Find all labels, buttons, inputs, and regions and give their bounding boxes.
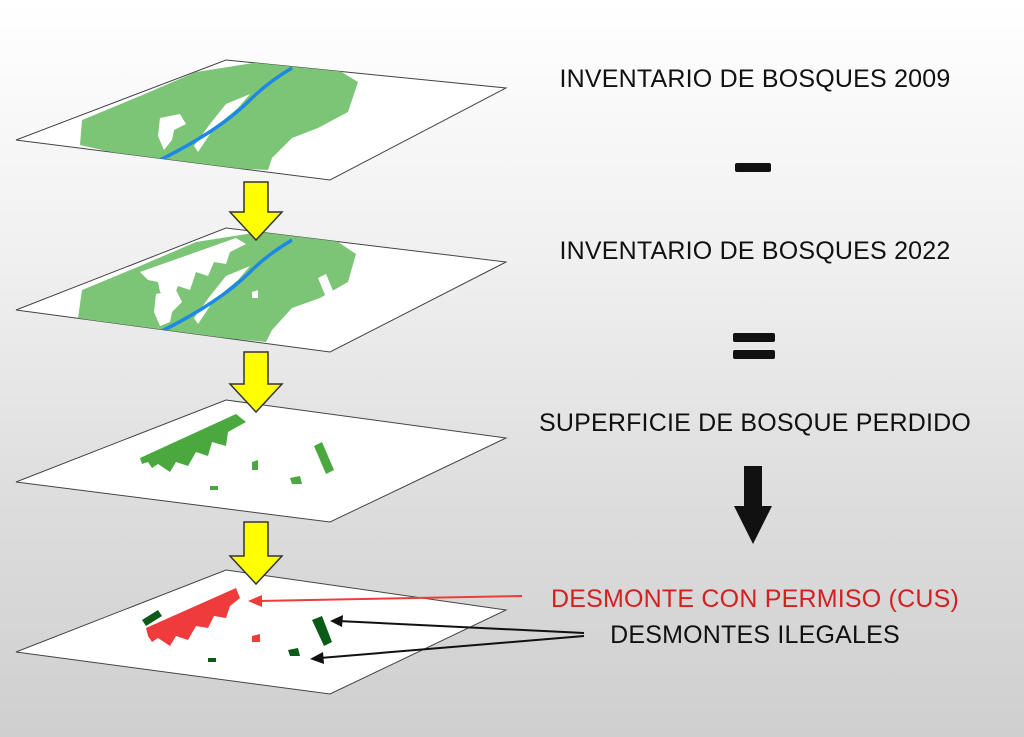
equals-sign — [733, 350, 775, 359]
pointer-arrow-permitted — [257, 595, 523, 602]
lost-forest-gap — [252, 290, 258, 298]
lost-forest-area — [252, 460, 258, 470]
label-lost-forest: SUPERFICIE DE BOSQUE PERDIDO — [538, 409, 972, 437]
illegal-clearing-area — [208, 658, 216, 662]
minus-sign — [735, 163, 771, 172]
down-arrow-icon — [228, 181, 284, 242]
pointer-arrowhead — [310, 652, 324, 664]
label-permitted-clearing: DESMONTE CON PERMISO (CUS) — [551, 585, 959, 613]
river-line — [159, 66, 293, 162]
river-line — [159, 238, 293, 334]
pointer-arrow-illegal — [337, 620, 585, 634]
layer-lost-forest — [15, 399, 508, 523]
label-illegal-clearing: DESMONTES ILEGALES — [610, 621, 900, 649]
forest-area — [78, 232, 356, 342]
lost-forest-area — [314, 442, 334, 474]
illegal-clearing-area — [288, 648, 300, 656]
equals-sign — [733, 333, 775, 342]
lost-forest-area — [290, 476, 302, 484]
map-plane — [15, 569, 508, 695]
layer-inventory-2022 — [15, 227, 508, 353]
map-plane — [15, 399, 508, 523]
layer-clearing-classification — [15, 569, 508, 695]
lost-forest-gap — [294, 308, 302, 316]
layer-inventory-2009 — [15, 59, 508, 181]
lost-forest-gap — [318, 274, 336, 302]
label-inventory-2009: INVENTARIO DE BOSQUES 2009 — [559, 65, 951, 93]
pointer-arrow-illegal — [319, 635, 585, 659]
pointer-arrowhead — [330, 615, 343, 627]
lost-forest-gap — [140, 238, 246, 300]
lost-forest-area — [140, 414, 246, 472]
label-inventory-2022: INVENTARIO DE BOSQUES 2022 — [559, 237, 951, 265]
lost-forest-area — [210, 486, 218, 490]
clearing-patch — [194, 266, 250, 324]
illegal-clearing-area — [312, 616, 332, 646]
clearing-patch — [154, 290, 182, 326]
pointer-arrowhead — [248, 595, 262, 607]
permitted-clearing-area — [146, 588, 240, 646]
down-arrow-icon — [228, 521, 284, 586]
down-arrow-icon — [734, 466, 772, 544]
down-arrow-icon — [228, 351, 284, 414]
permitted-clearing-area — [252, 634, 260, 642]
clearing-patch — [158, 114, 186, 150]
clearing-patch — [194, 94, 250, 152]
illegal-clearing-area — [142, 610, 162, 626]
